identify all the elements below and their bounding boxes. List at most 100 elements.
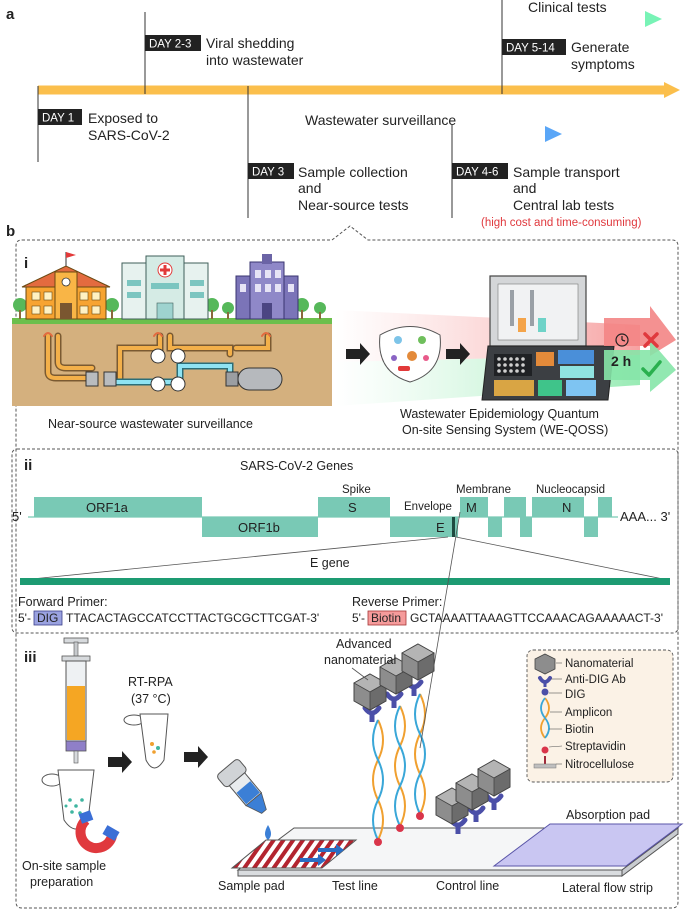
magnet-icon (75, 810, 120, 854)
day5-text1: Generate (571, 39, 630, 55)
gene-orf8 (520, 517, 532, 537)
day5-tag-text: DAY 5-14 (506, 43, 555, 55)
flow-arrows (300, 844, 344, 866)
nucleocapsid-label: Nucleocapsid (536, 484, 605, 496)
temp-label: (37 °C) (131, 692, 171, 706)
panel-i-label: i (24, 255, 28, 272)
control-line-label: Control line (436, 879, 499, 893)
dig-tag-box (33, 610, 63, 626)
gene-n (546, 497, 584, 517)
panel-b-frame (15, 225, 679, 909)
gene-m-label: M (466, 500, 477, 515)
day1-tag-text: DAY 1 (42, 113, 74, 125)
test-line-complexes (353, 643, 435, 846)
amplicon-pointer (419, 511, 461, 749)
sewer-pipes (43, 332, 272, 386)
onsite-label-2: preparation (30, 875, 93, 889)
clock-icon (615, 333, 629, 347)
apartment-icon (235, 254, 299, 320)
gene-e-marker (452, 517, 455, 537)
absorption-pad-label: Absorption pad (566, 808, 650, 822)
forward-prefix: 5'- (18, 611, 31, 625)
gene-orf10 (584, 517, 598, 537)
arrow-icon (108, 751, 132, 773)
negative-arrow (604, 340, 676, 392)
gene-orf7 (504, 497, 526, 517)
legend-item: Nitrocellulose (565, 759, 634, 771)
weqoss-caption-2: On-site Sensing System (WE-QOSS) (402, 423, 608, 437)
day1-tag (38, 109, 82, 125)
legend-item: Amplicon (565, 707, 612, 719)
legend-leaders (548, 662, 563, 765)
biotin-tag-box (367, 610, 407, 626)
legend-item: DIG (565, 689, 586, 701)
day2-text2: into wastewater (206, 52, 304, 68)
panel-iii-label: iii (24, 649, 37, 666)
day4-text2: and (513, 180, 536, 196)
test-line-label: Test line (332, 879, 378, 893)
day4-tag (452, 163, 508, 179)
day4-text1: Sample transport (513, 164, 620, 180)
panel-ii-frame (11, 448, 679, 634)
e-gene-label: E gene (310, 556, 350, 570)
rt-rpa-label: RT-RPA (128, 675, 173, 689)
arrow-icon (446, 343, 470, 365)
legend-item: Anti-DIG Ab (565, 674, 626, 686)
membrane-label: Membrane (456, 484, 511, 496)
gene-s (318, 497, 390, 517)
day4-tag-text: DAY 4-6 (456, 167, 498, 179)
pump-icons (85, 348, 283, 392)
grass (12, 318, 332, 324)
surveillance-label: Wastewater surveillance (305, 112, 456, 128)
gene-blocks (34, 497, 612, 537)
panel-a-label: a (6, 6, 15, 23)
day2-tag-text: DAY 2-3 (149, 39, 191, 51)
control-line-complexes (435, 759, 511, 834)
legend-glyphs (533, 653, 557, 769)
advanced-label-1: Advanced (336, 637, 392, 651)
day3-tag-text: DAY 3 (252, 167, 284, 179)
gene-orf6 (488, 517, 502, 537)
legend-item: Nanomaterial (565, 658, 633, 670)
gene-orf9 (532, 497, 546, 517)
spike-label: Spike (342, 484, 371, 496)
day3-text3: Near-source tests (298, 197, 408, 213)
envelope-label: Envelope (404, 501, 452, 513)
gene-m (460, 497, 488, 517)
five-prime: 5' (12, 509, 22, 524)
panel-ii-label: ii (24, 457, 32, 474)
positive-arrow (604, 306, 676, 356)
reverse-seq: GCTAAAATTAAAGTTCCAAACAGAAAAACT-3' (410, 611, 663, 625)
day2-text1: Viral shedding (206, 35, 294, 51)
day3-text2: and (298, 180, 321, 196)
genes-title: SARS-CoV-2 Genes (240, 459, 353, 473)
gene-e-label: E (436, 520, 445, 535)
gene-s-label: S (348, 500, 357, 515)
syringe-icon (61, 637, 91, 764)
day1-text1: Exposed to (88, 110, 158, 126)
advanced-pointer (351, 667, 369, 681)
rpa-tube-icon (123, 713, 169, 769)
reverse-prefix: 5'- (352, 611, 365, 625)
advanced-label-2: nanomaterial (324, 653, 396, 667)
droplet-icon (265, 825, 271, 840)
gene-orf1b-label: ORF1b (238, 520, 280, 535)
absorption-pad (492, 823, 684, 867)
legend-item: Streptavidin (565, 741, 626, 753)
day4-text3: Central lab tests (513, 197, 614, 213)
hospital-icon (121, 255, 209, 320)
surveillance-arrowhead (545, 126, 562, 142)
time-label: 2 h (611, 353, 631, 369)
arrow-icon (346, 343, 370, 365)
gene-n-label: N (562, 500, 571, 515)
weqoss-caption-1: Wastewater Epidemiology Quantum (400, 407, 599, 421)
sample-pad-label: Sample pad (218, 879, 285, 893)
gene-orf3 (390, 517, 448, 537)
panel-b-label: b (6, 223, 15, 240)
day5-text2: symptoms (571, 56, 635, 72)
forward-primer-title: Forward Primer: (18, 595, 108, 609)
day3-text1: Sample collection (298, 164, 408, 180)
day2-tag (145, 35, 201, 51)
zoom-line-right (455, 536, 669, 581)
